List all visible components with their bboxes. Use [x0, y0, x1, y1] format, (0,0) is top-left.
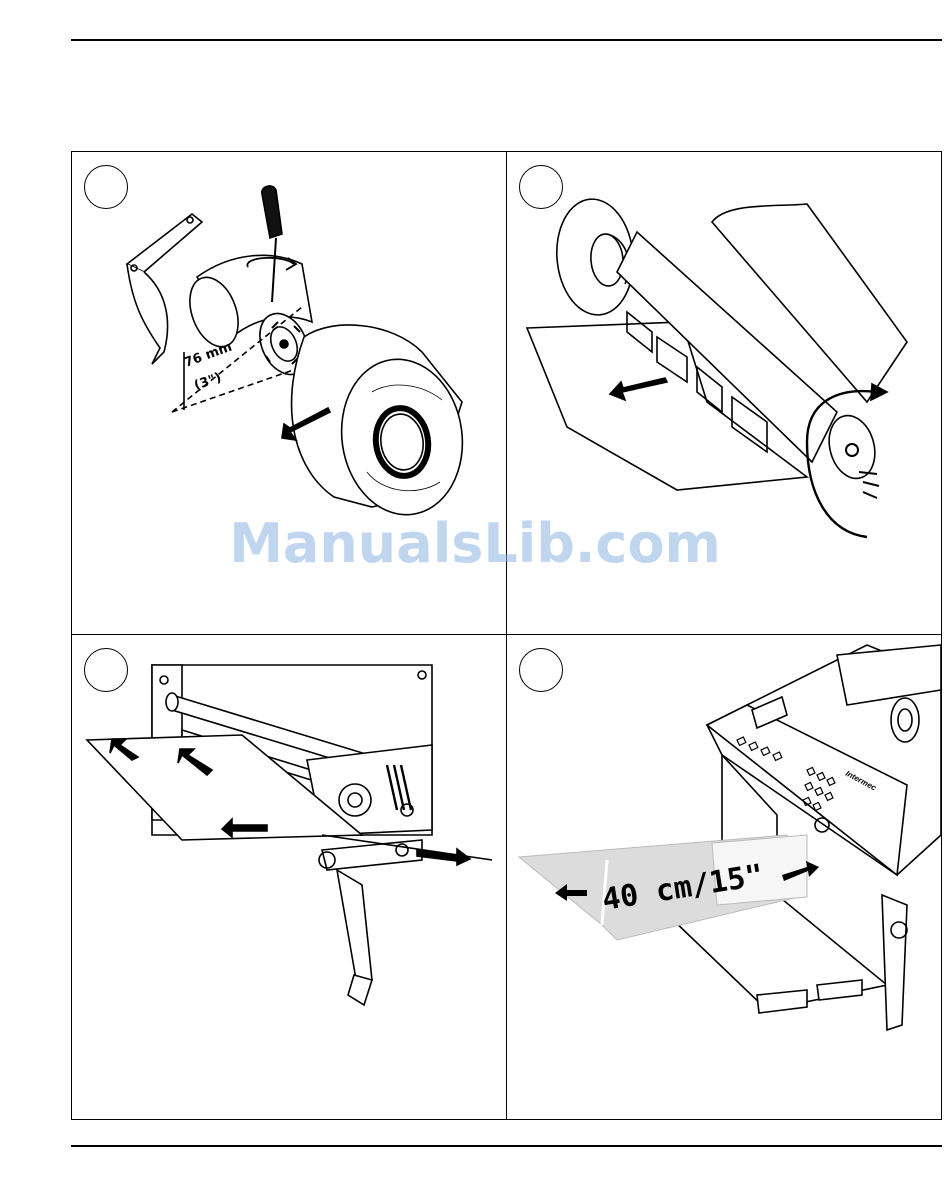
header-rule — [71, 39, 942, 41]
step-number-circle — [84, 165, 128, 209]
measurement-mm: 76 mm — [182, 340, 234, 371]
supply-hub-illustration: 76 mm (3") — [72, 152, 507, 635]
illustration-grid: 76 mm (3") — [71, 151, 942, 1120]
print-mechanism-illustration — [72, 635, 507, 1119]
rewind-spindle-illustration — [507, 152, 941, 635]
panel-step-1: 76 mm (3") — [72, 152, 507, 635]
measurement-inch: (3") — [192, 370, 223, 394]
step-number-circle — [84, 648, 128, 692]
step-number-circle — [519, 648, 563, 692]
panel-step-4: 40 cm/15" Intermec — [507, 635, 941, 1119]
step-number-circle — [519, 165, 563, 209]
footer-rule — [71, 1145, 942, 1147]
printer-feed-illustration: 40 cm/15" Intermec — [507, 635, 941, 1119]
panel-step-2 — [507, 152, 941, 635]
panel-step-3 — [72, 635, 507, 1119]
